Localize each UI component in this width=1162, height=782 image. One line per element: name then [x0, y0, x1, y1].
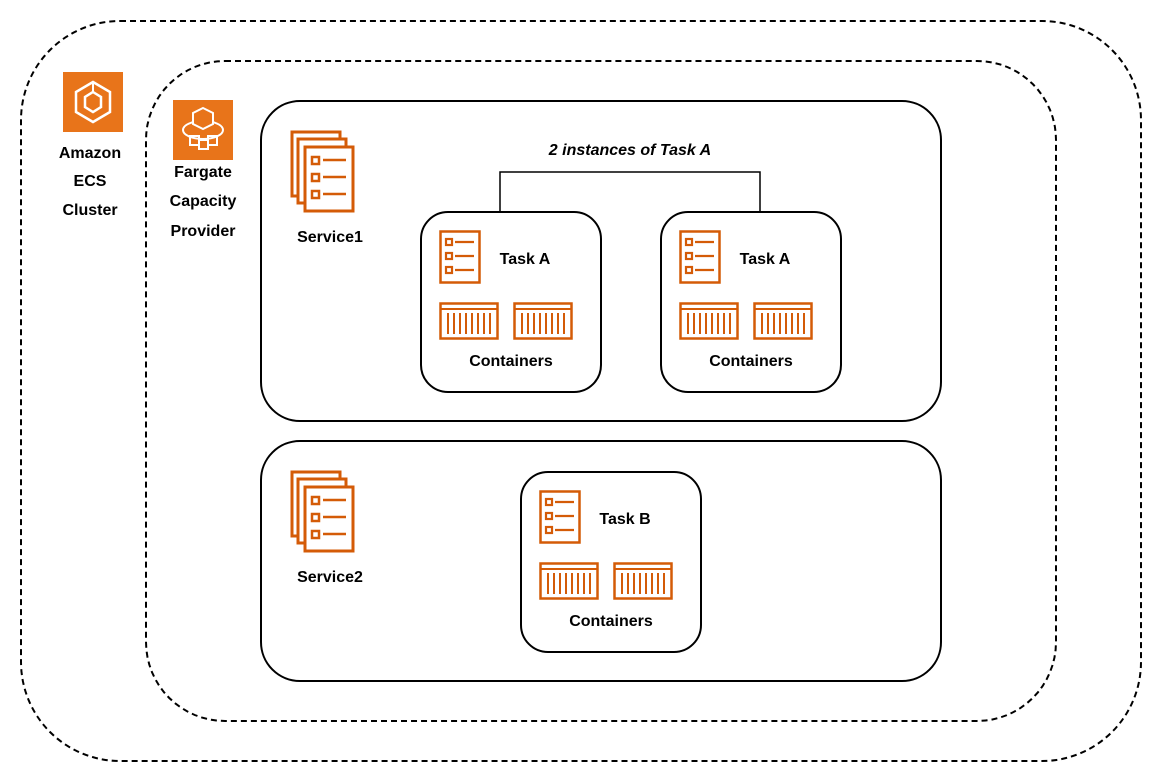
service1-label: Service1	[297, 229, 363, 246]
task-definition-icon	[439, 230, 481, 284]
containers-label-2: Containers	[709, 353, 793, 370]
task-a-label-2: Task A	[739, 251, 791, 268]
container-icon	[613, 562, 673, 600]
task-definition-icon	[539, 490, 581, 544]
capacity-provider-label-line2: Capacity	[169, 193, 237, 210]
capacity-provider-label-line1: Fargate	[174, 164, 232, 181]
task-b-label: Task B	[599, 511, 651, 528]
fargate-icon	[173, 100, 233, 160]
cluster-label-line1: Amazon	[58, 145, 122, 162]
containers-label-1: Containers	[469, 353, 553, 370]
cluster-label-line2: ECS	[73, 173, 107, 190]
task-a-box-1	[420, 211, 602, 393]
service1-icon	[290, 130, 356, 214]
container-icon	[679, 302, 739, 340]
service2-icon	[290, 470, 356, 554]
service2-label: Service2	[297, 569, 363, 586]
task-instances-bracket	[499, 171, 761, 213]
cluster-label-line3: Cluster	[62, 202, 118, 219]
container-icon	[513, 302, 573, 340]
task-a-label-1: Task A	[499, 251, 551, 268]
container-icon	[439, 302, 499, 340]
bracket-label: 2 instances of Task A	[548, 142, 712, 159]
fargate-capacity-provider-boundary	[145, 60, 1057, 722]
ecs-icon	[63, 72, 123, 132]
task-definition-icon	[679, 230, 721, 284]
container-icon	[539, 562, 599, 600]
capacity-provider-label-line3: Provider	[170, 223, 236, 240]
container-icon	[753, 302, 813, 340]
containers-label-3: Containers	[569, 613, 653, 630]
ecs-cluster-boundary	[20, 20, 1142, 762]
